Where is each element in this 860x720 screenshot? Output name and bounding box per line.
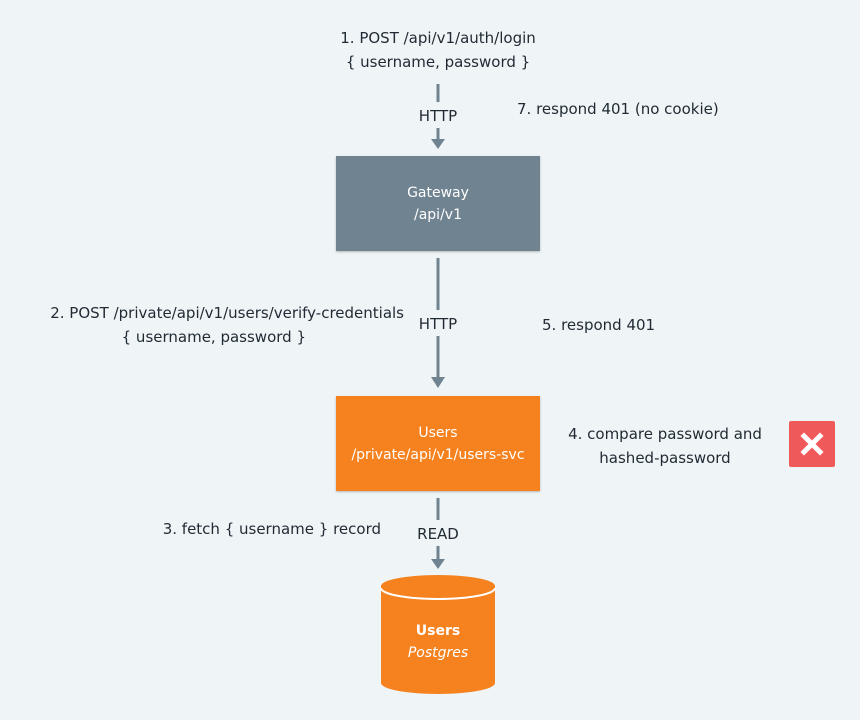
database-engine: Postgres <box>407 645 469 661</box>
edge-label-bottom: READ <box>417 525 459 543</box>
arrow-middle-head <box>431 377 445 388</box>
arrow-bottom-head <box>431 559 445 569</box>
step7-label: 7. respond 401 (no cookie) <box>517 100 719 118</box>
x-icon <box>789 421 835 467</box>
edge-label-middle: HTTP <box>418 315 458 333</box>
edge-label-top: HTTP <box>418 107 458 125</box>
step3-label: 3. fetch { username } record <box>162 520 381 538</box>
x-icon-glyph <box>800 432 824 456</box>
gateway-title: Gateway <box>407 184 469 201</box>
users-service-node: Users /private/api/v1/users-svc <box>336 396 540 491</box>
step2-line2: { username, password } <box>121 328 306 346</box>
step4-line1: 4. compare password and <box>568 425 762 443</box>
users-service-title: Users <box>418 424 458 441</box>
database-title: Users <box>415 623 461 639</box>
users-service-path: /private/api/v1/users-svc <box>351 446 525 463</box>
step2-label: 2. POST /private/api/v1/users/verify-cre… <box>14 301 404 349</box>
gateway-node: Gateway /api/v1 <box>336 156 540 251</box>
step4-label: 4. compare password and hashed-password <box>555 422 775 470</box>
step1-line2: { username, password } <box>345 53 531 71</box>
arrow-top-head <box>431 139 445 149</box>
step5-label: 5. respond 401 <box>542 316 656 334</box>
gateway-path: /api/v1 <box>414 206 462 223</box>
database-cylinder <box>380 575 496 694</box>
step2-line1: 2. POST /private/api/v1/users/verify-cre… <box>50 304 404 322</box>
database-node: Users Postgres <box>381 620 495 664</box>
step1-label: 1. POST /api/v1/auth/login { username, p… <box>288 26 588 74</box>
step1-line1: 1. POST /api/v1/auth/login <box>340 29 536 47</box>
step4-line2: hashed-password <box>599 449 731 467</box>
